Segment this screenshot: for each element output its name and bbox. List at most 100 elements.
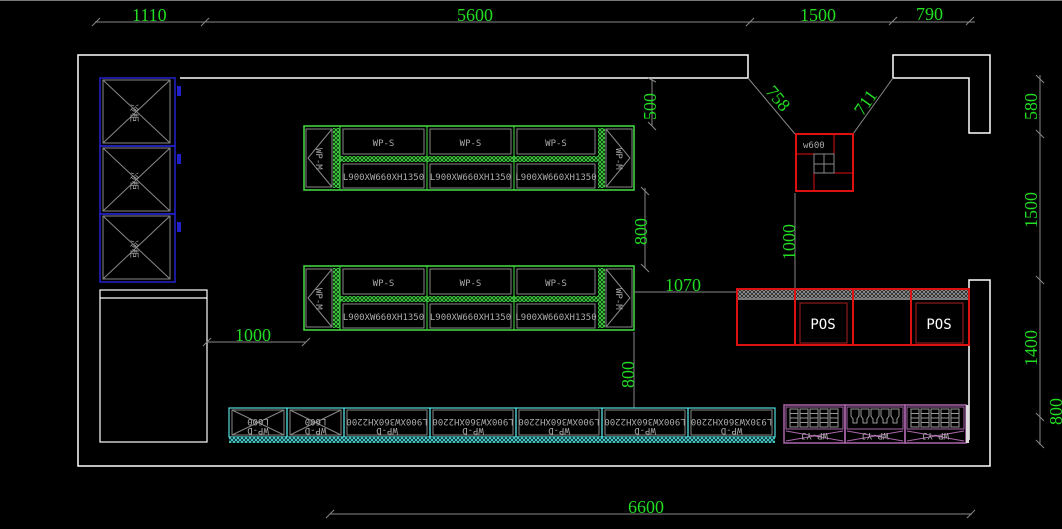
back-room xyxy=(99,289,208,443)
pos-station: POS xyxy=(794,288,854,346)
shelf-section-top: WP-S xyxy=(342,268,425,295)
dimension-right xyxy=(1035,74,1045,449)
rack-code: WP-YJ xyxy=(922,430,949,440)
counter-hatch xyxy=(795,289,853,298)
hatch-strip xyxy=(287,437,344,443)
gondola-end-cap: WP-M xyxy=(305,128,333,188)
display-rack: WP-YJ xyxy=(844,404,906,444)
shelf-section-bottom: L900XW660XH1350 xyxy=(342,303,425,329)
diagonal-dims xyxy=(747,77,894,135)
freezer-unit: 冷柜 xyxy=(99,77,181,147)
shelf-size: L600 xyxy=(305,416,327,426)
rack-end-panel xyxy=(966,405,969,443)
dim-1070: 1070 xyxy=(665,275,701,295)
corner-unit xyxy=(795,133,854,192)
rack-code: WP-YJ xyxy=(801,430,828,440)
end-cap-label: WP-M xyxy=(613,148,623,170)
shelf-size: L900XW660XH1350 xyxy=(515,313,596,323)
shelf-size: L900XW660XH1350 xyxy=(430,173,511,183)
shelf-code: WP-S xyxy=(460,279,482,289)
hatch-strip xyxy=(333,128,340,188)
shelf-size: L900XW660XH1350 xyxy=(343,313,424,323)
shelf-code: WP-S xyxy=(373,139,395,149)
shelf-size: L600 xyxy=(247,416,269,426)
hatch-strip xyxy=(229,437,287,443)
frame-top-border xyxy=(0,0,1062,1)
shelf-size: L900XW360XH2200 xyxy=(346,416,427,426)
dim-5600: 5600 xyxy=(457,5,493,25)
dimension-top xyxy=(91,16,975,27)
dim-1400: 1400 xyxy=(1021,330,1041,366)
dim-1500-right: 1500 xyxy=(1021,192,1041,228)
rack-code: WP-YJ xyxy=(861,430,888,440)
hatch-strip xyxy=(333,268,340,328)
freezer-group: 冷柜 冷柜 冷柜 xyxy=(99,77,181,283)
freezer-unit: 冷柜 xyxy=(99,145,181,215)
freezer-label: 冷柜 xyxy=(128,104,140,122)
shelf-code: WP-S xyxy=(545,139,567,149)
dim-6600: 6600 xyxy=(628,497,664,517)
dim-1000-left: 1000 xyxy=(235,325,271,345)
hatch-strip xyxy=(688,437,775,443)
pos-label: POS xyxy=(810,317,835,333)
shelf-code: WP-S xyxy=(460,139,482,149)
shelf-section-bottom: L900XW660XH1350 xyxy=(515,303,597,329)
gondola-spine xyxy=(340,296,598,302)
shelf-code: WP-D xyxy=(548,425,570,435)
shelf-code: WP-D xyxy=(462,425,484,435)
hatch-strip xyxy=(602,437,688,443)
shelf-section-top: WP-S xyxy=(429,268,512,295)
counter-hatch xyxy=(853,289,911,298)
cashier-cell xyxy=(736,288,796,346)
shelf-code: WP-D xyxy=(376,425,398,435)
display-rack: WP-YJ xyxy=(904,404,967,444)
freezer-label: 冷柜 xyxy=(128,172,140,190)
freezer-label: 冷柜 xyxy=(128,240,140,258)
hatch-strip xyxy=(598,268,605,328)
shelf-size: L900XW660XH1350 xyxy=(343,173,424,183)
end-cap-label: WP-M xyxy=(313,288,323,310)
counter-hatch xyxy=(737,289,795,298)
shelf-code: WP-S xyxy=(545,279,567,289)
gondola-outline xyxy=(303,125,635,191)
display-rack-row: WP-YJ WP-YJ WP-YJ xyxy=(783,404,969,444)
gondola-end-cap: WP-M xyxy=(305,268,333,328)
pos-station: POS xyxy=(910,288,970,346)
middle-dims xyxy=(633,77,796,408)
gondola-spine xyxy=(340,156,598,162)
shelf-section-top: WP-S xyxy=(429,128,512,155)
hatch-strip xyxy=(430,437,516,443)
shelf-code: WP-D xyxy=(247,425,269,435)
hatch-strip xyxy=(516,437,602,443)
freezer-unit: 冷柜 xyxy=(99,213,181,283)
dim-711: 711 xyxy=(850,86,881,119)
gondola-outline xyxy=(303,265,635,331)
display-rack: WP-YJ xyxy=(783,404,846,444)
shelf-size: L900XW360XH2200 xyxy=(432,416,513,426)
shelf-section-top: WP-S xyxy=(342,128,425,155)
cashier-counter: POS POS xyxy=(736,288,970,346)
gondola-end-cap: WP-M xyxy=(605,128,633,188)
shelf-size: L900XW660XH1350 xyxy=(430,313,511,323)
shelf-code: WP-D xyxy=(305,425,327,435)
shelf-section-bottom: L900XW660XH1350 xyxy=(342,163,425,189)
dim-1000-cashier: 1000 xyxy=(779,224,799,260)
shelf-size: L900XW660XH1350 xyxy=(515,173,596,183)
shelf-size: L900XW360XH2200 xyxy=(604,416,685,426)
dim-800-right: 800 xyxy=(1046,398,1062,425)
gondola-row: WP-M WP-M WP-S L900XW660XH1350 WP-S L900XW660… xyxy=(303,125,635,191)
hatch-strip xyxy=(598,128,605,188)
wall-shelf-row: L600WP-DL600WP-DL900XW360XH2200WP-DL900X… xyxy=(228,407,776,443)
dim-500: 500 xyxy=(640,93,660,120)
hatch-strip xyxy=(344,437,430,443)
shelf-section-bottom: L900XW660XH1350 xyxy=(429,303,512,329)
dim-1110: 1110 xyxy=(132,5,167,25)
store-walls xyxy=(77,54,991,467)
